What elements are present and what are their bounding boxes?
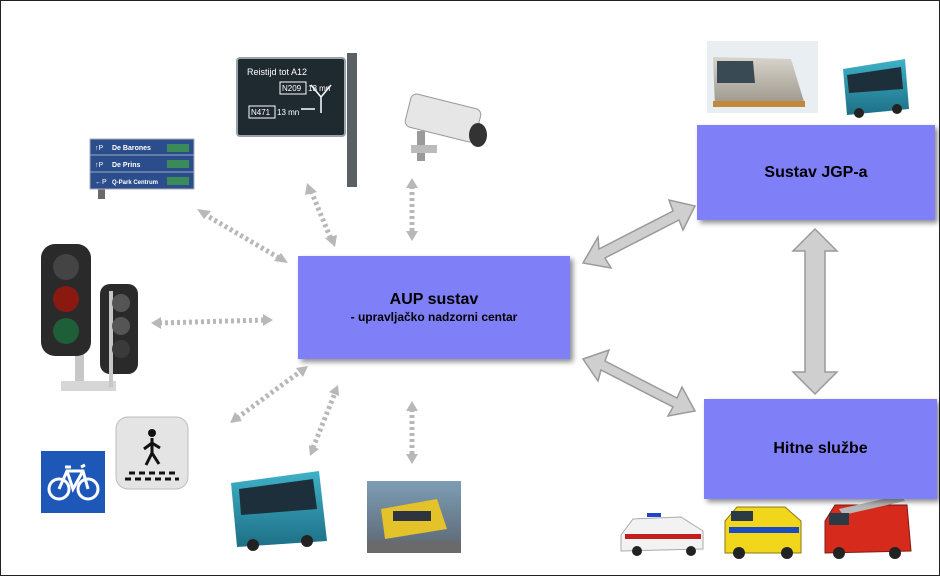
jgp-system-box: Sustav JGP-a (697, 125, 935, 220)
bicycle-sign-image (41, 451, 105, 513)
traffic-lights-image (41, 244, 138, 391)
ambulance-image (724, 506, 802, 559)
svg-text:N209: N209 (282, 84, 302, 93)
cctv-camera-image (404, 93, 487, 161)
svg-text:↑P: ↑P (95, 145, 104, 152)
aup-title: AUP sustav (389, 291, 479, 308)
svg-text:13 mn: 13 mn (277, 108, 299, 117)
truck-image (367, 481, 461, 553)
aup-system-box: AUP sustav - upravljačko nadzorni centar (298, 256, 570, 359)
svg-text:↑P: ↑P (95, 162, 104, 169)
police-car-image (620, 513, 704, 556)
dotted-arrow-bus (310, 392, 338, 449)
city-bus-image (843, 59, 909, 118)
parking-sign-image: ↑P ↑P ←P De Barones De Prins Q-Park Cent… (89, 138, 195, 199)
svg-text:N471: N471 (251, 108, 271, 117)
svg-text:Q-Park Centrum: Q-Park Centrum (112, 180, 158, 186)
arrowhead (274, 253, 288, 263)
svg-text:De Prins: De Prins (112, 162, 141, 169)
svg-text:←P: ←P (95, 179, 107, 186)
emergency-services-box: Hitne službe (704, 399, 937, 499)
double-arrow-aup-jgp (581, 198, 697, 270)
dotted-arrow-traffic-light (158, 317, 266, 326)
travel-time-sign-image: Reistijd tot A12 N209 13 mn N471 13 mn (236, 53, 357, 187)
arrowhead (197, 209, 211, 219)
tram-image (707, 41, 818, 113)
aup-subtitle: - upravljačko nadzorni centar (350, 310, 518, 324)
bus-image (231, 471, 327, 551)
dotted-arrow-vms (308, 190, 334, 240)
vms-title: Reistijd tot A12 (247, 67, 307, 77)
svg-text:13 mn: 13 mn (308, 84, 330, 93)
svg-text:De Barones: De Barones (112, 145, 151, 152)
dotted-arrow-pedestrian (235, 368, 303, 421)
double-arrow-jgp-hitne (791, 227, 839, 396)
fire-truck-image (824, 495, 912, 559)
dotted-arrow-sign (202, 211, 283, 262)
double-arrow-aup-hitne (581, 348, 697, 418)
pedestrian-crossing-image (115, 416, 189, 490)
